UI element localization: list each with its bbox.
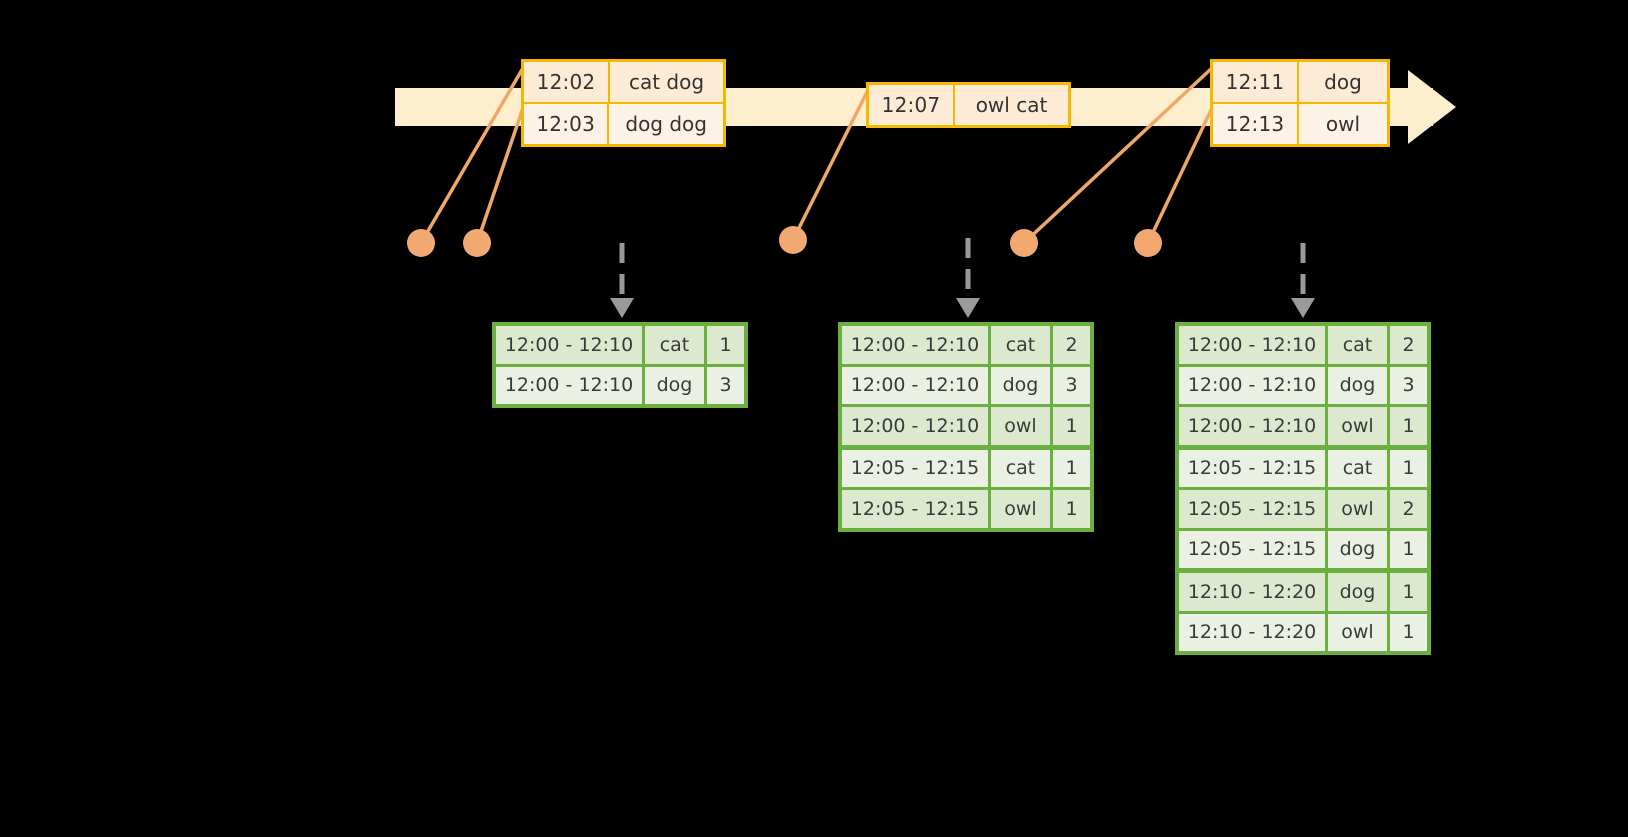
cell-window: 12:00 - 12:10 bbox=[1187, 374, 1317, 397]
cell-count: 1 bbox=[1050, 449, 1090, 487]
table-row[interactable]: 12:00 - 12:10 owl 1 bbox=[842, 404, 1090, 445]
cell-window: 12:00 - 12:10 bbox=[850, 414, 980, 437]
event-markers bbox=[407, 226, 1162, 257]
table-row[interactable]: 12:00 - 12:10 cat 1 bbox=[496, 326, 744, 364]
cell-window: 12:00 - 12:10 bbox=[504, 374, 634, 397]
cell-count: 3 bbox=[704, 366, 744, 404]
table-row[interactable]: 12:05 - 12:15 dog 1 bbox=[1179, 527, 1427, 568]
cell-word: dog bbox=[1325, 573, 1387, 611]
table-row[interactable]: 12:10 - 12:20 dog 1 bbox=[1179, 568, 1427, 611]
table-row[interactable]: 12:00 - 12:10 dog 3 bbox=[496, 363, 744, 404]
cell-count: 1 bbox=[1050, 490, 1090, 528]
connector-line-1 bbox=[419, 67, 525, 244]
table-row[interactable]: 12:00 - 12:10 dog 3 bbox=[1179, 363, 1427, 404]
event-row[interactable]: 12:02 cat dog bbox=[524, 62, 723, 102]
connector-line-5 bbox=[1146, 107, 1214, 244]
cell-word: cat bbox=[1325, 449, 1387, 487]
result-table-3[interactable]: 12:00 - 12:10 cat 2 12:00 - 12:10 dog 3 … bbox=[1175, 322, 1431, 655]
table-row[interactable]: 12:05 - 12:15 cat 1 bbox=[1179, 444, 1427, 487]
event-marker-4 bbox=[1010, 229, 1038, 257]
event-time: 12:03 bbox=[524, 104, 610, 144]
event-row[interactable]: 12:07 owl cat bbox=[869, 85, 1068, 125]
event-words: owl cat bbox=[975, 93, 1048, 117]
table-row[interactable]: 12:00 - 12:10 cat 2 bbox=[842, 326, 1090, 364]
table-row[interactable]: 12:10 - 12:20 owl 1 bbox=[1179, 610, 1427, 651]
cell-count: 1 bbox=[1387, 573, 1427, 611]
table-row[interactable]: 12:00 - 12:10 cat 2 bbox=[1179, 326, 1427, 364]
cell-count: 1 bbox=[1387, 449, 1427, 487]
cell-word: owl bbox=[1325, 490, 1387, 528]
event-marker-5 bbox=[1134, 229, 1162, 257]
event-row[interactable]: 12:03 dog dog bbox=[524, 102, 723, 144]
cell-count: 2 bbox=[1387, 326, 1427, 364]
cell-window: 12:05 - 12:15 bbox=[850, 497, 980, 520]
cell-word: dog bbox=[988, 366, 1050, 404]
cell-window: 12:00 - 12:10 bbox=[850, 374, 980, 397]
event-row[interactable]: 12:11 dog bbox=[1213, 62, 1387, 102]
event-words: cat dog bbox=[628, 70, 705, 94]
cell-word: cat bbox=[1325, 326, 1387, 364]
cell-window: 12:10 - 12:20 bbox=[1187, 580, 1317, 603]
event-box-2[interactable]: 12:07 owl cat bbox=[866, 82, 1071, 128]
event-marker-1 bbox=[407, 229, 435, 257]
cell-window: 12:00 - 12:10 bbox=[850, 333, 980, 356]
cell-count: 1 bbox=[1387, 407, 1427, 445]
cell-count: 1 bbox=[1050, 407, 1090, 445]
cell-word: owl bbox=[988, 490, 1050, 528]
event-time: 12:02 bbox=[524, 62, 610, 102]
cell-count: 1 bbox=[704, 326, 744, 364]
event-box-3[interactable]: 12:11 dog 12:13 owl bbox=[1210, 59, 1390, 147]
event-box-1[interactable]: 12:02 cat dog 12:03 dog dog bbox=[521, 59, 726, 147]
cell-window: 12:00 - 12:10 bbox=[504, 333, 634, 356]
table-row[interactable]: 12:00 - 12:10 owl 1 bbox=[1179, 404, 1427, 445]
event-words: dog dog bbox=[625, 112, 707, 136]
cell-word: dog bbox=[1325, 366, 1387, 404]
cell-window: 12:00 - 12:10 bbox=[1187, 414, 1317, 437]
cell-count: 1 bbox=[1387, 613, 1427, 651]
event-words: dog bbox=[1324, 70, 1362, 94]
cell-window: 12:00 - 12:10 bbox=[1187, 333, 1317, 356]
cell-word: dog bbox=[642, 366, 704, 404]
cell-word: owl bbox=[1325, 613, 1387, 651]
cell-count: 3 bbox=[1387, 366, 1427, 404]
cell-count: 2 bbox=[1050, 326, 1090, 364]
event-row[interactable]: 12:13 owl bbox=[1213, 102, 1387, 144]
cell-count: 3 bbox=[1050, 366, 1090, 404]
event-time: 12:13 bbox=[1213, 104, 1299, 144]
cell-word: owl bbox=[988, 407, 1050, 445]
cell-word: owl bbox=[1325, 407, 1387, 445]
emit-arrows bbox=[610, 238, 1315, 318]
event-words: owl bbox=[1325, 112, 1361, 136]
cell-window: 12:05 - 12:15 bbox=[850, 457, 980, 480]
cell-window: 12:05 - 12:15 bbox=[1187, 497, 1317, 520]
table-row[interactable]: 12:05 - 12:15 owl 2 bbox=[1179, 487, 1427, 528]
table-row[interactable]: 12:00 - 12:10 dog 3 bbox=[842, 363, 1090, 404]
cell-count: 1 bbox=[1387, 530, 1427, 568]
result-table-2[interactable]: 12:00 - 12:10 cat 2 12:00 - 12:10 dog 3 … bbox=[838, 322, 1094, 532]
connector-line-3 bbox=[791, 89, 870, 241]
cell-window: 12:05 - 12:15 bbox=[1187, 457, 1317, 480]
cell-word: cat bbox=[988, 326, 1050, 364]
table-row[interactable]: 12:05 - 12:15 owl 1 bbox=[842, 487, 1090, 528]
event-time: 12:11 bbox=[1213, 62, 1299, 102]
table-row[interactable]: 12:05 - 12:15 cat 1 bbox=[842, 444, 1090, 487]
result-table-1[interactable]: 12:00 - 12:10 cat 1 12:00 - 12:10 dog 3 bbox=[492, 322, 748, 408]
cell-window: 12:10 - 12:20 bbox=[1187, 621, 1317, 644]
cell-word: dog bbox=[1325, 530, 1387, 568]
event-marker-3 bbox=[779, 226, 807, 254]
cell-word: cat bbox=[642, 326, 704, 364]
connector-line-2 bbox=[475, 107, 525, 244]
cell-word: cat bbox=[988, 449, 1050, 487]
cell-count: 2 bbox=[1387, 490, 1427, 528]
event-marker-2 bbox=[463, 229, 491, 257]
event-time: 12:07 bbox=[869, 85, 955, 125]
cell-window: 12:05 - 12:15 bbox=[1187, 538, 1317, 561]
